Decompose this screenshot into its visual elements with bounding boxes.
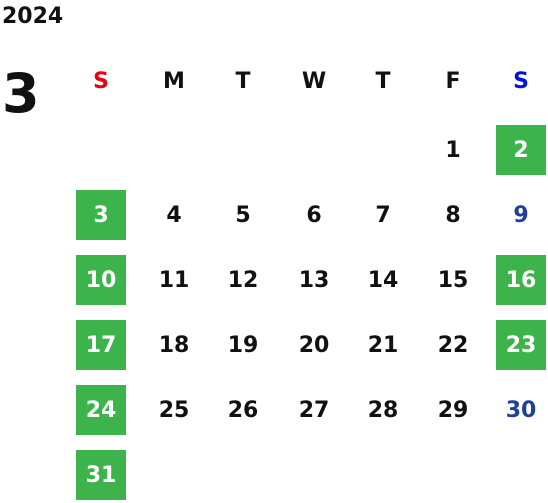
calendar-day[interactable]: 22 [437,332,469,358]
calendar-day[interactable]: 13 [298,267,330,293]
calendar-day[interactable]: 17 [76,320,126,370]
calendar-day[interactable]: 10 [76,255,126,305]
calendar-day[interactable]: 30 [505,397,537,423]
calendar-day[interactable]: 21 [367,332,399,358]
calendar-day[interactable]: 23 [496,320,546,370]
weekday-header: F [445,68,461,94]
calendar-day[interactable]: 28 [367,397,399,423]
calendar-year: 2024 [2,4,64,29]
calendar-day[interactable]: 31 [76,450,126,500]
calendar-month: 3 [2,62,40,125]
calendar-day[interactable]: 20 [298,332,330,358]
calendar-day[interactable]: 12 [227,267,259,293]
weekday-header: S [93,68,109,94]
calendar-day[interactable]: 8 [445,202,461,228]
calendar-day[interactable]: 29 [437,397,469,423]
calendar-day[interactable]: 14 [367,267,399,293]
weekday-header: M [163,68,185,94]
calendar-day[interactable]: 2 [496,125,546,175]
calendar-day[interactable]: 19 [227,332,259,358]
weekday-header: S [513,68,529,94]
weekday-header: T [235,68,251,94]
calendar-day[interactable]: 1 [445,137,461,163]
calendar-day[interactable]: 11 [158,267,190,293]
weekday-header: T [375,68,391,94]
calendar-day[interactable]: 3 [76,190,126,240]
calendar-day[interactable]: 4 [166,202,182,228]
calendar-day[interactable]: 16 [496,255,546,305]
weekday-header: W [301,68,327,94]
calendar-day[interactable]: 24 [76,385,126,435]
calendar-day[interactable]: 26 [227,397,259,423]
calendar-day[interactable]: 15 [437,267,469,293]
calendar-day[interactable]: 18 [158,332,190,358]
calendar-day[interactable]: 5 [235,202,251,228]
calendar-day[interactable]: 6 [306,202,322,228]
calendar-day[interactable]: 25 [158,397,190,423]
calendar-day[interactable]: 7 [375,202,391,228]
calendar-day[interactable]: 9 [513,202,529,228]
calendar-day[interactable]: 27 [298,397,330,423]
